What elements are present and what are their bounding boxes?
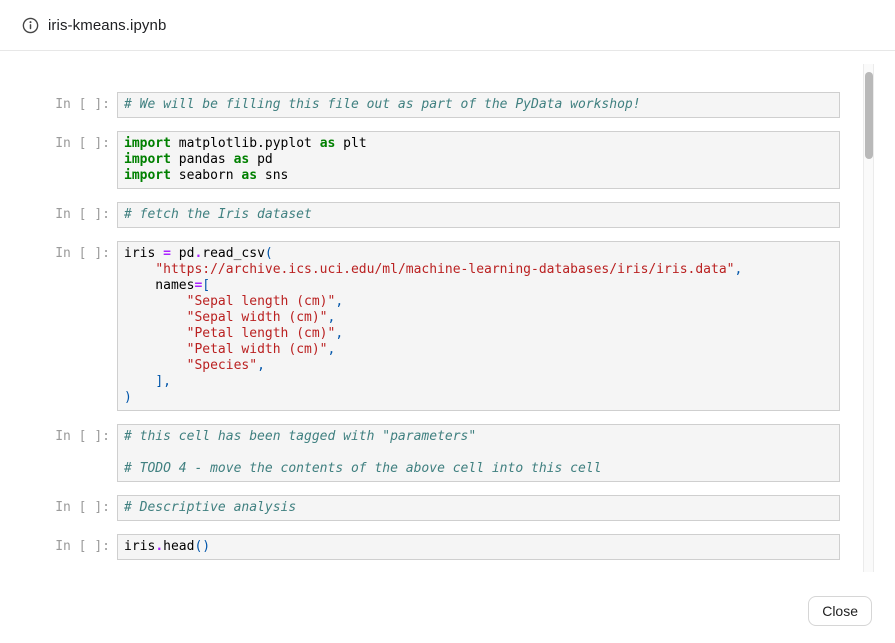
code-line xyxy=(124,445,833,461)
notebook-cell-row: In [ ]: # We will be filling this file ou… xyxy=(55,92,840,118)
code-line: # TODO 4 - move the contents of the abov… xyxy=(124,461,602,476)
code-line: "Petal width (cm)", xyxy=(186,342,336,357)
code-line: iris.head() xyxy=(124,539,211,554)
code-line: "Species", xyxy=(186,358,265,373)
info-icon xyxy=(22,17,39,33)
notebook-cell-row: In [ ]: iris.head() xyxy=(55,534,840,560)
code-line: "Sepal width (cm)", xyxy=(186,310,336,325)
cell-input-prompt: In [ ]: xyxy=(55,136,110,151)
cell-input-prompt: In [ ]: xyxy=(55,539,110,554)
notebook-cell-row: In [ ]: # this cell has been tagged with … xyxy=(55,424,840,482)
code-cell: iris = pd.read_csv( "https://archive.ics… xyxy=(117,241,840,411)
scrollbar-track[interactable] xyxy=(863,64,874,572)
code-line: "Sepal length (cm)", xyxy=(186,294,344,309)
code-cell: # Descriptive analysis xyxy=(117,495,840,521)
code-line: import seaborn as sns xyxy=(124,168,289,183)
code-line: # this cell has been tagged with "parame… xyxy=(124,429,477,444)
code-cell: # this cell has been tagged with "parame… xyxy=(117,424,840,482)
cell-input-prompt: In [ ]: xyxy=(55,207,110,222)
cell-input-prompt: In [ ]: xyxy=(55,500,110,515)
code-line: import matplotlib.pyplot as plt xyxy=(124,136,367,151)
notebook-cell-row: In [ ]: # fetch the Iris dataset xyxy=(55,202,840,228)
code-line: import pandas as pd xyxy=(124,152,273,167)
code-line: ], xyxy=(155,374,171,389)
cell-input-prompt: In [ ]: xyxy=(55,429,110,444)
code-line: "Petal length (cm)", xyxy=(186,326,344,341)
code-line: iris = pd.read_csv( xyxy=(124,246,273,261)
notebook-cells: In [ ]: # We will be filling this file ou… xyxy=(8,62,862,572)
code-line: # fetch the Iris dataset xyxy=(124,207,312,222)
modal-header: iris-kmeans.ipynb xyxy=(0,0,895,51)
cell-input-prompt: In [ ]: xyxy=(55,246,110,261)
close-button[interactable]: Close xyxy=(808,596,872,626)
cell-input-prompt: In [ ]: xyxy=(55,97,110,112)
notebook-cell-row: In [ ]: iris = pd.read_csv( "https://arch… xyxy=(55,241,840,411)
code-cell: # fetch the Iris dataset xyxy=(117,202,840,228)
notebook-cell-row: In [ ]: # Descriptive analysis xyxy=(55,495,840,521)
file-title: iris-kmeans.ipynb xyxy=(48,16,167,34)
code-line: "https://archive.ics.uci.edu/ml/machine-… xyxy=(155,262,743,277)
code-cell: # We will be filling this file out as pa… xyxy=(117,92,840,118)
code-line: # Descriptive analysis xyxy=(124,500,297,515)
code-cell: iris.head() xyxy=(117,534,840,560)
code-line: names=[ xyxy=(124,278,211,293)
code-line: # We will be filling this file out as pa… xyxy=(124,97,641,112)
scrollbar-thumb[interactable] xyxy=(865,72,873,159)
notebook-scroll-area[interactable]: In [ ]: # We will be filling this file ou… xyxy=(8,62,874,572)
code-line: ) xyxy=(124,390,132,405)
